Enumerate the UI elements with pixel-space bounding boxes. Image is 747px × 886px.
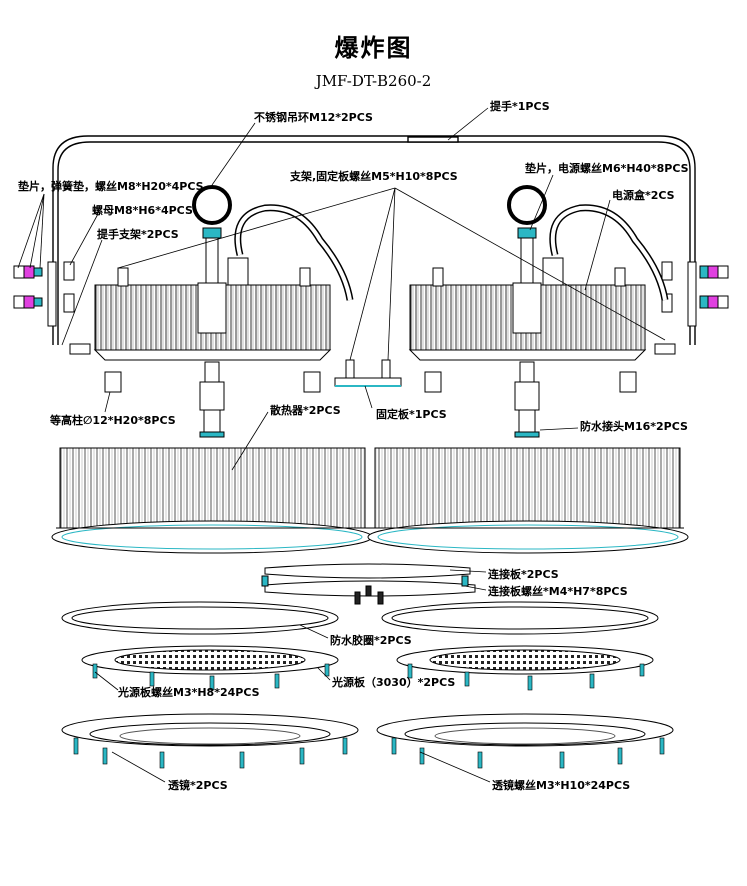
label-psu-box: 电源盒*2CS (612, 189, 675, 202)
fixing-plate (334, 359, 402, 387)
lamp-top-right (408, 185, 676, 438)
label-psu-screws: 垫片，电源螺丝M6*H40*8PCS (525, 162, 689, 175)
label-washers: 垫片，弹簧垫，螺丝M8*H20*4PCS (18, 180, 204, 193)
leader-lines (17, 107, 666, 783)
label-link-screws: 连接板螺丝*M4*H7*8PCS (488, 585, 628, 598)
label-lens-screws: 透镜螺丝M3*H10*24PCS (492, 779, 631, 792)
lamp-top-left (69, 185, 354, 438)
label-gasket: 防水胶圈*2PCS (330, 634, 412, 647)
left-hardware (13, 261, 75, 327)
handle (52, 135, 696, 345)
label-heatsink: 散热器*2PCS (270, 404, 341, 417)
model-number: JMF-DT-B260-2 (315, 72, 432, 90)
diagram-title: 爆炸图 (334, 33, 413, 62)
label-handle-bracket: 提手支架*2PCS (97, 228, 179, 241)
label-bracket-screws: 支架,固定板螺丝M5*H10*8PCS (290, 170, 458, 183)
label-led-board: 光源板（3030）*2PCS (332, 676, 456, 689)
lenses (61, 713, 674, 769)
gaskets (61, 601, 659, 635)
label-led-screws: 光源板螺丝M3*H8*24PCS (118, 686, 260, 699)
led-boards (81, 645, 654, 691)
label-link-plate: 连接板*2PCS (488, 568, 559, 581)
heatsinks (51, 447, 689, 554)
label-handle: 提手*1PCS (490, 100, 550, 113)
label-fix-plate: 固定板*1PCS (376, 408, 447, 421)
label-gland: 防水接头M16*2PCS (580, 420, 688, 433)
right-hardware (661, 261, 729, 327)
label-nut: 螺母M8*H6*4PCS (92, 204, 193, 217)
label-standoff: 等高柱∅12*H20*8PCS (50, 414, 176, 427)
label-eyebolt: 不锈钢吊环M12*2PCS (254, 111, 373, 124)
connecting-plate (261, 563, 476, 605)
label-lens: 透镜*2PCS (168, 779, 228, 792)
